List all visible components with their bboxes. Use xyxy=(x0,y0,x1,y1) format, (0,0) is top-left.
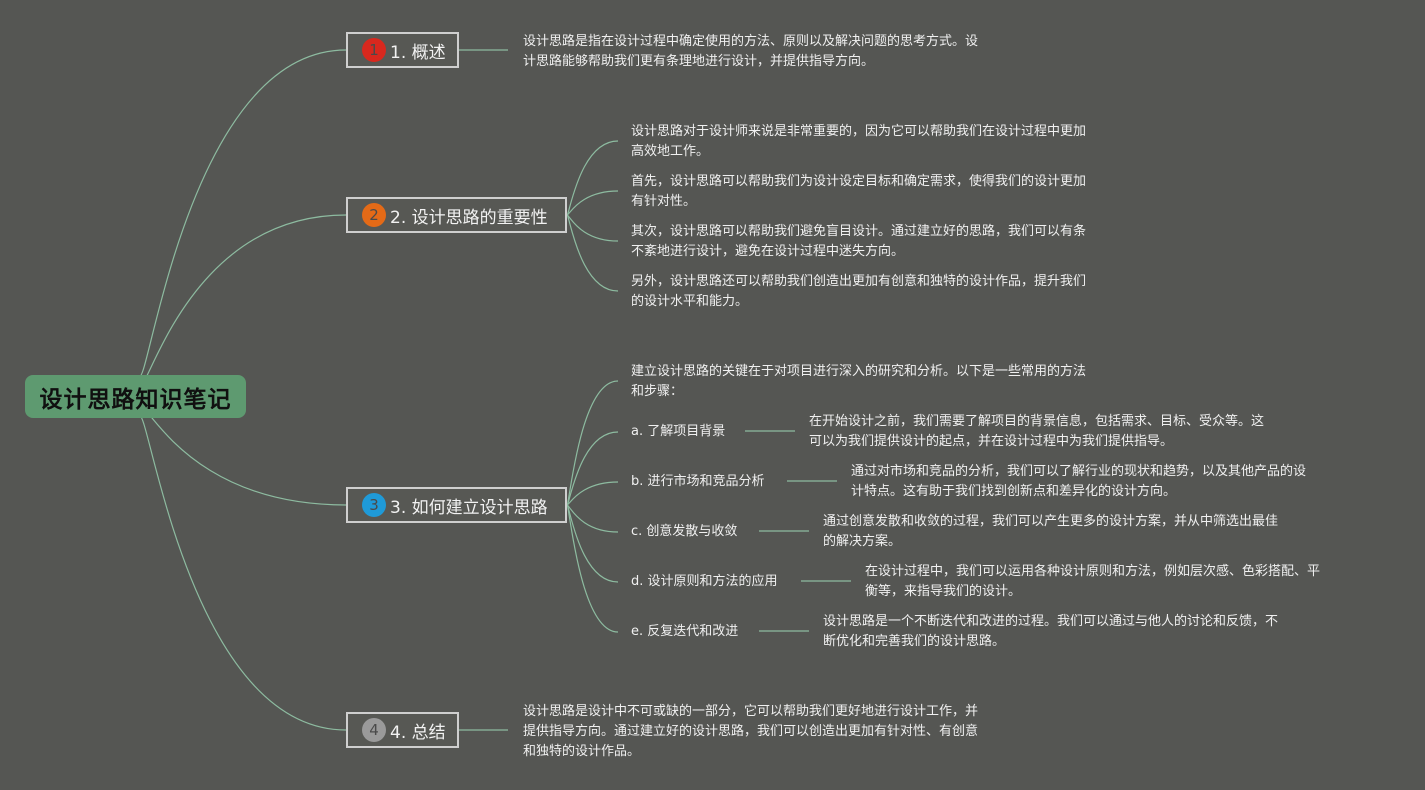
connector-topic-3-child-1 xyxy=(566,380,619,506)
topic-title: 4. 总结 xyxy=(390,722,446,743)
topic-how-to-build[interactable]: 3 3. 如何建立设计思路 xyxy=(346,487,567,523)
topic-overview-leaf[interactable]: 设计思路是指在设计过程中确定使用的方法、原则以及解决问题的思考方式。设 计思路能… xyxy=(523,34,979,69)
subtopic-design-principles[interactable]: d. 设计原则和方法的应用 xyxy=(631,574,778,589)
subtopic-iteration[interactable]: e. 反复迭代和改进 xyxy=(631,624,739,639)
subtopic-divergence-convergence-detail[interactable]: 通过创意发散和收敛的过程，我们可以产生更多的设计方案，并从中筛选出最佳 的解决方… xyxy=(823,514,1279,549)
subtopic-divergence-convergence[interactable]: c. 创意发散与收敛 xyxy=(631,524,738,539)
connector-topic-3-child-4 xyxy=(566,504,619,533)
connector-topic-3-child-5 xyxy=(566,504,619,583)
topic-title: 2. 设计思路的重要性 xyxy=(390,207,548,228)
connector-root-topic-4 xyxy=(139,415,347,731)
root-node[interactable]: 设计思路知识笔记 xyxy=(25,375,246,418)
connector-topic-3-child-2 xyxy=(566,431,619,506)
how-to-build-intro[interactable]: 建立设计思路的关键在于对项目进行深入的研究和分析。以下是一些常用的方法 和步骤： xyxy=(631,364,1087,399)
connector-topic-3-child-6 xyxy=(566,504,619,633)
topic-importance[interactable]: 2 2. 设计思路的重要性 xyxy=(346,197,567,233)
root-title: 设计思路知识笔记 xyxy=(39,386,232,413)
importance-leaf-2[interactable]: 首先，设计思路可以帮助我们为设计设定目标和确定需求，使得我们的设计更加 有针对性… xyxy=(631,174,1087,209)
subtopic-project-background[interactable]: a. 了解项目背景 xyxy=(631,424,726,439)
importance-leaf-1[interactable]: 设计思路对于设计师来说是非常重要的，因为它可以帮助我们在设计过程中更加 高效地工… xyxy=(631,124,1087,159)
connector-topic-3-child-3 xyxy=(566,481,619,506)
connector-topic-2-leaf-4 xyxy=(566,214,619,292)
priority-2-icon: 2 xyxy=(362,203,386,227)
topic-summary-leaf[interactable]: 设计思路是设计中不可或缺的一部分，它可以帮助我们更好地进行设计工作，并 提供指导… xyxy=(523,704,979,759)
connector-topic-2-leaf-2 xyxy=(566,190,619,216)
subtopic-iteration-detail[interactable]: 设计思路是一个不断迭代和改进的过程。我们可以通过与他人的讨论和反馈，不 断优化和… xyxy=(823,614,1279,649)
subtopic-market-analysis-detail[interactable]: 通过对市场和竞品的分析，我们可以了解行业的现状和趋势，以及其他产品的设 计特点。… xyxy=(851,464,1307,499)
subtopic-market-analysis[interactable]: b. 进行市场和竞品分析 xyxy=(631,474,765,489)
subtopic-project-background-detail[interactable]: 在开始设计之前，我们需要了解项目的背景信息，包括需求、目标、受众等。这 可以为我… xyxy=(809,414,1265,449)
importance-leaf-3[interactable]: 其次，设计思路可以帮助我们避免盲目设计。通过建立好的思路，我们可以有条 不紊地进… xyxy=(631,224,1087,259)
connector-root-topic-3 xyxy=(139,405,347,506)
subtopic-design-principles-detail[interactable]: 在设计过程中，我们可以运用各种设计原则和方法，例如层次感、色彩搭配、平 衡等，来… xyxy=(865,564,1321,599)
importance-leaf-4[interactable]: 另外，设计思路还可以帮助我们创造出更加有创意和独特的设计作品，提升我们 的设计水… xyxy=(631,274,1087,309)
connector-topic-2-leaf-1 xyxy=(566,140,619,216)
connector-root-topic-1 xyxy=(139,49,347,377)
priority-3-icon: 3 xyxy=(362,493,386,517)
topic-title: 1. 概述 xyxy=(390,42,446,63)
topic-overview[interactable]: 1 1. 概述 xyxy=(346,32,459,68)
topic-title: 3. 如何建立设计思路 xyxy=(390,497,548,518)
topic-summary[interactable]: 4 4. 总结 xyxy=(346,712,459,748)
connector-root-topic-2 xyxy=(139,214,347,387)
connector-topic-2-leaf-3 xyxy=(566,214,619,242)
priority-4-icon: 4 xyxy=(362,718,386,742)
priority-1-icon: 1 xyxy=(362,38,386,62)
